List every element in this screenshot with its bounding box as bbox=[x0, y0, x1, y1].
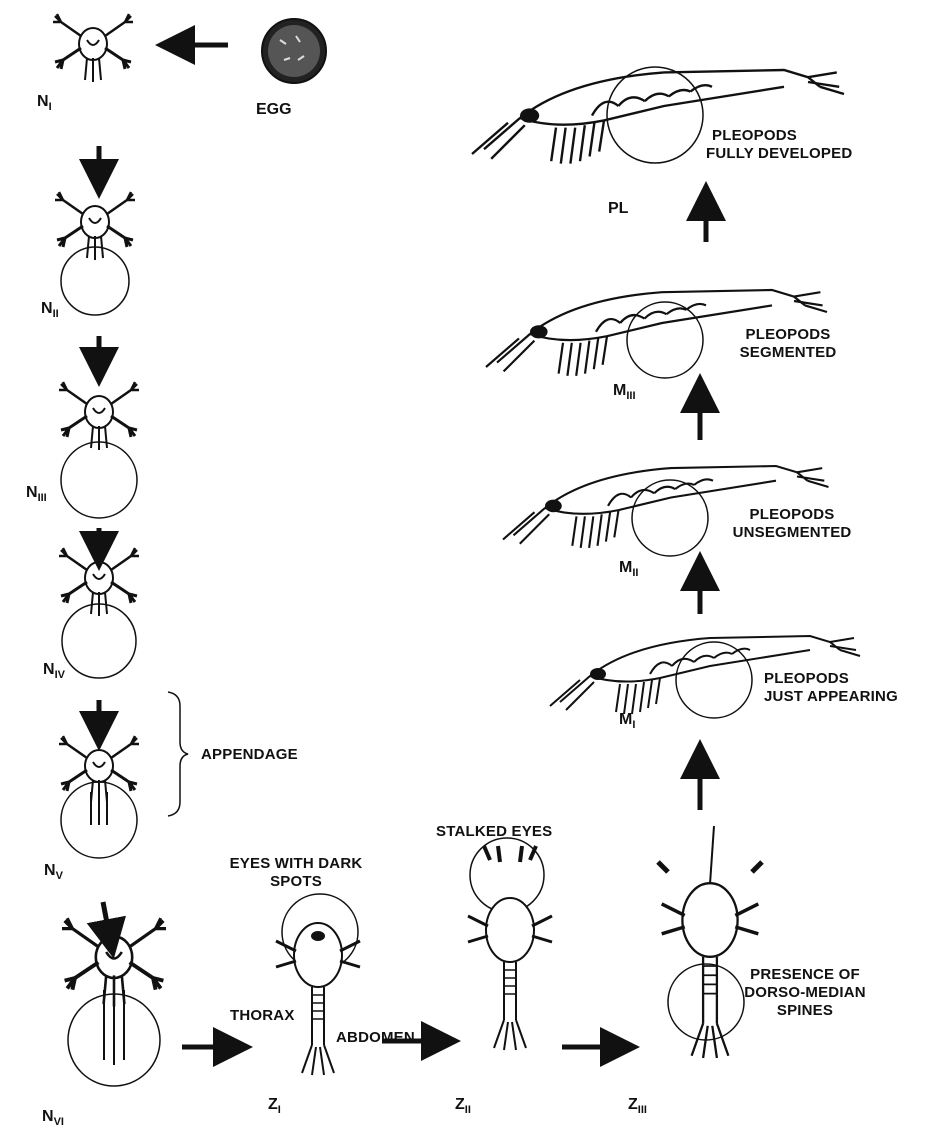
annotation-m2-pleopods: PLEOPODS UNSEGMENTED bbox=[712, 506, 872, 542]
annotation-dorso-line3: SPINES bbox=[735, 1002, 875, 1020]
annotation-m1-pleopods: PLEOPODS JUST APPEARING bbox=[764, 670, 898, 706]
annotation-eyes-dark-spots: EYES WITH DARK SPOTS bbox=[226, 855, 366, 891]
annotation-m3-pleopods: PLEOPODS SEGMENTED bbox=[728, 326, 848, 362]
nauplius-2-illustration bbox=[55, 192, 135, 315]
label-n2: NII bbox=[41, 300, 59, 320]
label-egg: EGG bbox=[256, 101, 292, 119]
label-z1: ZI bbox=[268, 1096, 281, 1116]
annotation-eyes-dark-line1: EYES WITH DARK bbox=[226, 855, 366, 873]
zoea-1-illustration bbox=[276, 894, 360, 1075]
nauplius-3-illustration bbox=[59, 382, 139, 518]
annotation-pl-pleopods: PLEOPODS FULLY DEVELOPED bbox=[706, 127, 852, 163]
annotation-m1-line2: JUST APPEARING bbox=[764, 688, 898, 706]
label-n4: NIV bbox=[43, 661, 65, 681]
annotation-appendage: APPENDAGE bbox=[201, 746, 298, 764]
annotation-dorso-line1: PRESENCE OF bbox=[735, 966, 875, 984]
annotation-eyes-dark-line2: SPOTS bbox=[226, 873, 366, 891]
nauplius-4-illustration bbox=[59, 548, 139, 678]
zoea-3-illustration bbox=[658, 826, 762, 1058]
annotation-stalked-eyes: STALKED EYES bbox=[436, 823, 552, 841]
stage-arrows bbox=[99, 45, 706, 1047]
label-m2: MII bbox=[619, 559, 638, 579]
annotation-m2-line1: PLEOPODS bbox=[712, 506, 872, 524]
zoea-2-illustration bbox=[468, 838, 552, 1050]
label-z3: ZIII bbox=[628, 1096, 647, 1116]
annotation-abdomen: ABDOMEN bbox=[336, 1029, 415, 1047]
label-n6: NVI bbox=[42, 1108, 64, 1128]
label-m1: MI bbox=[619, 711, 635, 731]
label-n3: NIII bbox=[26, 484, 47, 504]
annotation-m2-line2: UNSEGMENTED bbox=[712, 524, 872, 542]
label-z2: ZII bbox=[455, 1096, 471, 1116]
annotation-pl-line1: PLEOPODS bbox=[706, 127, 852, 145]
annotation-thorax: THORAX bbox=[230, 1007, 295, 1025]
annotation-m3-line1: PLEOPODS bbox=[728, 326, 848, 344]
nauplius-1-illustration bbox=[53, 14, 133, 82]
label-pl: PL bbox=[608, 200, 628, 218]
label-n1: NI bbox=[37, 93, 52, 113]
annotation-pl-line2: FULLY DEVELOPED bbox=[706, 145, 852, 163]
nauplius-6-illustration bbox=[62, 918, 166, 1086]
nauplius-5-illustration bbox=[59, 736, 139, 858]
annotation-m1-line1: PLEOPODS bbox=[764, 670, 898, 688]
annotation-dorso-line2: DORSO-MEDIAN bbox=[735, 984, 875, 1002]
appendage-bracket bbox=[168, 692, 188, 816]
annotation-m3-line2: SEGMENTED bbox=[728, 344, 848, 362]
annotation-dorso-median-spines: PRESENCE OF DORSO-MEDIAN SPINES bbox=[735, 966, 875, 1020]
label-m3: MIII bbox=[613, 382, 636, 402]
label-n5: NV bbox=[44, 862, 63, 882]
